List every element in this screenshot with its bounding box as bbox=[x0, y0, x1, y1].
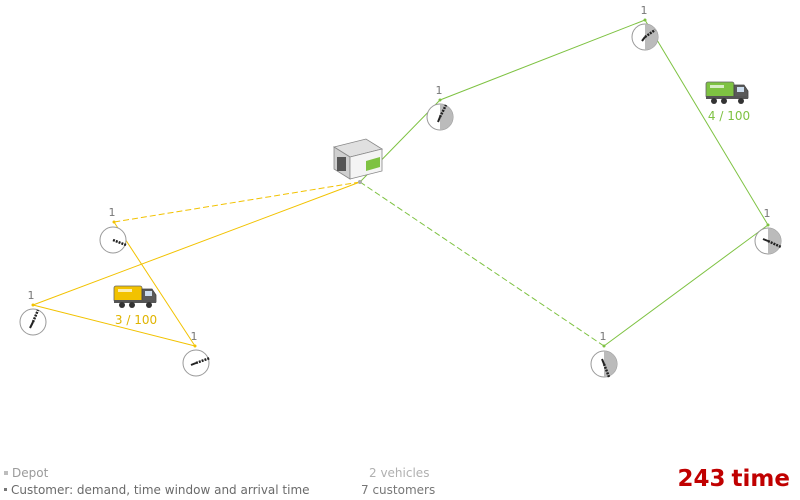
clock-icon bbox=[182, 349, 211, 377]
demand-label: 1 bbox=[109, 206, 116, 219]
edge bbox=[32, 181, 361, 306]
clock-icon bbox=[754, 227, 782, 255]
demand-label: 1 bbox=[28, 289, 35, 302]
customer-node bbox=[112, 220, 116, 224]
customer-bullet-icon bbox=[4, 488, 7, 491]
clock-icon bbox=[590, 350, 618, 378]
customer-clocks bbox=[19, 23, 782, 378]
clock-icon bbox=[426, 103, 454, 131]
edge bbox=[603, 224, 769, 347]
demand-label: 1 bbox=[641, 4, 648, 17]
depot-node bbox=[358, 180, 362, 184]
vehicle-load-label: 3 / 100 bbox=[115, 313, 157, 327]
demand-label: 1 bbox=[191, 330, 198, 343]
truck-icon[interactable] bbox=[113, 285, 157, 308]
time-unit: time bbox=[731, 466, 790, 492]
edge bbox=[113, 181, 361, 223]
route-edges-green bbox=[359, 19, 769, 347]
edge bbox=[644, 19, 769, 226]
truck-icon[interactable] bbox=[705, 81, 749, 104]
depot-bullet-icon bbox=[4, 470, 8, 475]
customer-node bbox=[602, 344, 606, 348]
clock-icon bbox=[631, 23, 659, 51]
legend-depot: Depot bbox=[4, 466, 48, 480]
clock-icon bbox=[99, 226, 127, 254]
legend-customer: Customer: demand, time window and arriva… bbox=[4, 483, 310, 497]
customer-node bbox=[766, 223, 770, 227]
node-dots bbox=[31, 18, 770, 348]
warehouse-icon[interactable] bbox=[332, 138, 384, 180]
customer-node bbox=[643, 18, 647, 22]
route-edges-yellow bbox=[32, 181, 361, 347]
edge bbox=[439, 19, 646, 101]
customer-count: 7 customers bbox=[361, 483, 436, 497]
vehicle-load-label: 4 / 100 bbox=[708, 109, 750, 123]
demand-labels: 1 1 1 1 1 1 1 bbox=[28, 4, 771, 343]
customer-node bbox=[193, 344, 197, 348]
demand-label: 1 bbox=[436, 84, 443, 97]
edge bbox=[113, 221, 196, 347]
edge bbox=[359, 181, 605, 347]
vehicle-count: 2 vehicles bbox=[369, 466, 430, 480]
customer-node bbox=[31, 303, 35, 307]
legend-customer-label: Customer: demand, time window and arriva… bbox=[11, 483, 310, 497]
edge bbox=[32, 304, 196, 347]
demand-label: 1 bbox=[600, 330, 607, 343]
demand-label: 1 bbox=[764, 207, 771, 220]
legend-depot-label: Depot bbox=[12, 466, 49, 480]
time-value: 243 bbox=[677, 466, 726, 492]
customer-node bbox=[438, 98, 442, 102]
clock-icon bbox=[19, 308, 47, 336]
